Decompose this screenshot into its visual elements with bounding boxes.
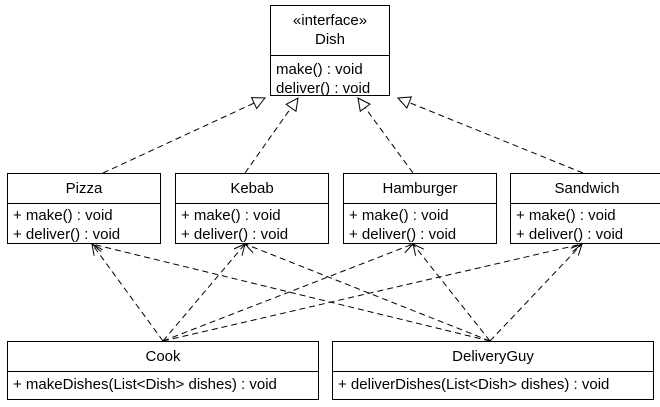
class-methods: + deliverDishes(List<Dish> dishes) : voi… xyxy=(333,372,653,394)
dish-interface-box[interactable]: «interface» Dish make() : void deliver()… xyxy=(270,5,390,98)
dish-interface-header: «interface» Dish xyxy=(271,6,389,56)
dependency-line-cook-to-sandwich xyxy=(162,243,583,342)
class-methods: + make() : void + deliver() : void xyxy=(176,204,328,244)
dish-interface-methods: make() : void deliver() : void xyxy=(271,56,389,98)
realization-line-kebab-to-dish xyxy=(244,107,292,174)
interface-name: Dish xyxy=(314,31,345,48)
class-methods: + makeDishes(List<Dish> dishes) : void xyxy=(8,372,318,394)
realization-arrowhead-hamburger xyxy=(357,97,371,113)
method-make: + make() : void xyxy=(181,207,281,224)
class-name: Pizza xyxy=(8,174,160,204)
realization-arrowhead-kebab xyxy=(285,97,299,113)
method-make: + make() : void xyxy=(516,207,616,224)
method-make: make() : void xyxy=(276,61,363,78)
class-name: Hamburger xyxy=(344,174,496,204)
class-methods: + make() : void + deliver() : void xyxy=(511,204,660,244)
dependency-line-deliveryguy-to-pizza xyxy=(91,243,491,342)
class-name: Cook xyxy=(8,342,318,372)
method-deliver: + deliver() : void xyxy=(181,226,289,243)
method-deliver: + deliver() : void xyxy=(13,226,121,243)
deliveryguy-class-box[interactable]: DeliveryGuy + deliverDishes(List<Dish> d… xyxy=(332,341,654,400)
dependency-line-deliveryguy-to-kebab xyxy=(244,243,491,342)
method-deliver: + deliver() : void xyxy=(516,226,624,243)
hamburger-class-box[interactable]: Hamburger + make() : void + deliver() : … xyxy=(343,173,497,244)
dependency-line-cook-to-pizza xyxy=(91,243,164,342)
cook-class-box[interactable]: Cook + makeDishes(List<Dish> dishes) : v… xyxy=(7,341,319,400)
pizza-class-box[interactable]: Pizza + make() : void + deliver() : void xyxy=(7,173,161,244)
class-methods: + make() : void + deliver() : void xyxy=(344,204,496,244)
realization-arrowhead-pizza xyxy=(250,97,267,110)
method-make: + make() : void xyxy=(349,207,449,224)
class-name: Sandwich xyxy=(511,174,660,204)
method-deliver: deliver() : void xyxy=(276,80,371,97)
realization-line-sandwich-to-dish xyxy=(408,102,584,174)
method-make-dishes: + makeDishes(List<Dish> dishes) : void xyxy=(13,376,277,393)
class-name: Kebab xyxy=(176,174,328,204)
realization-line-pizza-to-dish xyxy=(102,102,255,174)
interface-stereotype: «interface» xyxy=(292,12,368,29)
dependency-line-cook-to-kebab xyxy=(162,243,246,342)
class-name: DeliveryGuy xyxy=(333,342,653,372)
realization-line-hamburger-to-dish xyxy=(364,107,414,174)
dependency-line-cook-to-hamburger xyxy=(162,243,414,342)
method-make: + make() : void xyxy=(13,207,113,224)
sandwich-class-box[interactable]: Sandwich + make() : void + deliver() : v… xyxy=(510,173,660,244)
dependency-arrowhead-cook-to-hamburger xyxy=(400,242,415,254)
class-methods: + make() : void + deliver() : void xyxy=(8,204,160,244)
dependency-line-deliveryguy-to-sandwich xyxy=(489,243,583,342)
method-deliver-dishes: + deliverDishes(List<Dish> dishes) : voi… xyxy=(338,376,610,393)
kebab-class-box[interactable]: Kebab + make() : void + deliver() : void xyxy=(175,173,329,244)
dependency-arrowhead-deliveryguy-to-hamburger xyxy=(412,243,425,256)
dependency-line-deliveryguy-to-hamburger xyxy=(412,243,491,342)
method-deliver: + deliver() : void xyxy=(349,226,457,243)
dependency-arrowhead-deliveryguy-to-sandwich xyxy=(570,243,583,256)
realization-arrowhead-sandwich xyxy=(396,96,413,110)
